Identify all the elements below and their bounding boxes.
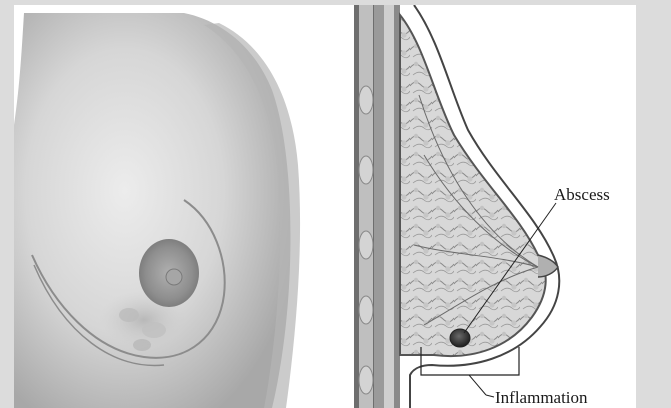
inflammation-label: Inflammation bbox=[495, 388, 588, 408]
abscess-label: Abscess bbox=[554, 185, 610, 205]
anatomy-illustration bbox=[14, 5, 636, 408]
muscle-layer-1 bbox=[374, 5, 384, 408]
inflammation-leader-line bbox=[469, 375, 486, 395]
illustration-panel: Abscess Inflammation bbox=[14, 5, 636, 408]
muscle-layer-2 bbox=[384, 5, 394, 408]
nipple bbox=[166, 269, 182, 285]
cross-section-view bbox=[354, 5, 559, 408]
external-breast-view bbox=[14, 13, 300, 408]
breast-tissue bbox=[400, 15, 546, 356]
rib-layer bbox=[359, 5, 373, 408]
abscess bbox=[450, 329, 470, 347]
